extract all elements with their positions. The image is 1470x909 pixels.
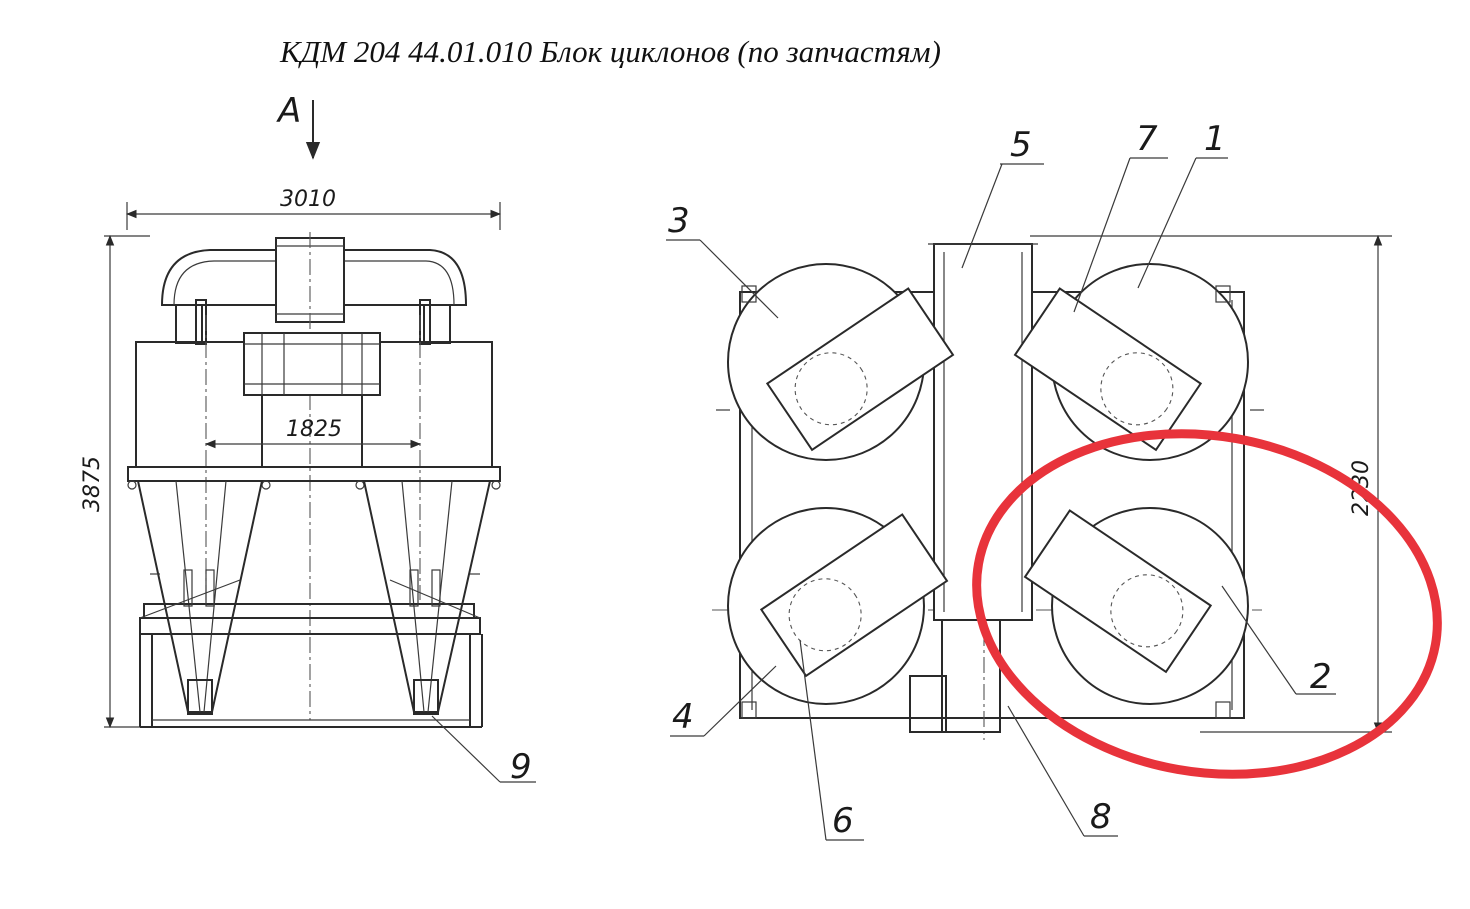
callout-7: 7 <box>1136 119 1158 159</box>
callout-1: 1 <box>1204 119 1226 159</box>
plan-view: 2230 3 5 7 1 4 6 8 2 <box>666 119 1442 841</box>
callout-2: 2 <box>1310 657 1332 697</box>
callout-6: 6 <box>832 801 854 841</box>
dim-height-total: 3875 <box>80 456 105 512</box>
callout-3: 3 <box>668 201 690 241</box>
view-label: А <box>276 91 301 131</box>
callout-5: 5 <box>1010 125 1032 165</box>
front-view: А 3010 3875 <box>80 91 536 787</box>
drawing-title: КДМ 204 44.01.010 Блок циклонов (по запч… <box>280 34 941 69</box>
callout-9: 9 <box>510 747 532 787</box>
callout-4: 4 <box>672 697 694 737</box>
dim-width-total: 3010 <box>280 187 336 212</box>
dim-inner-span: 1825 <box>286 417 342 442</box>
callout-8: 8 <box>1090 797 1112 837</box>
highlight-ellipse <box>972 429 1442 779</box>
